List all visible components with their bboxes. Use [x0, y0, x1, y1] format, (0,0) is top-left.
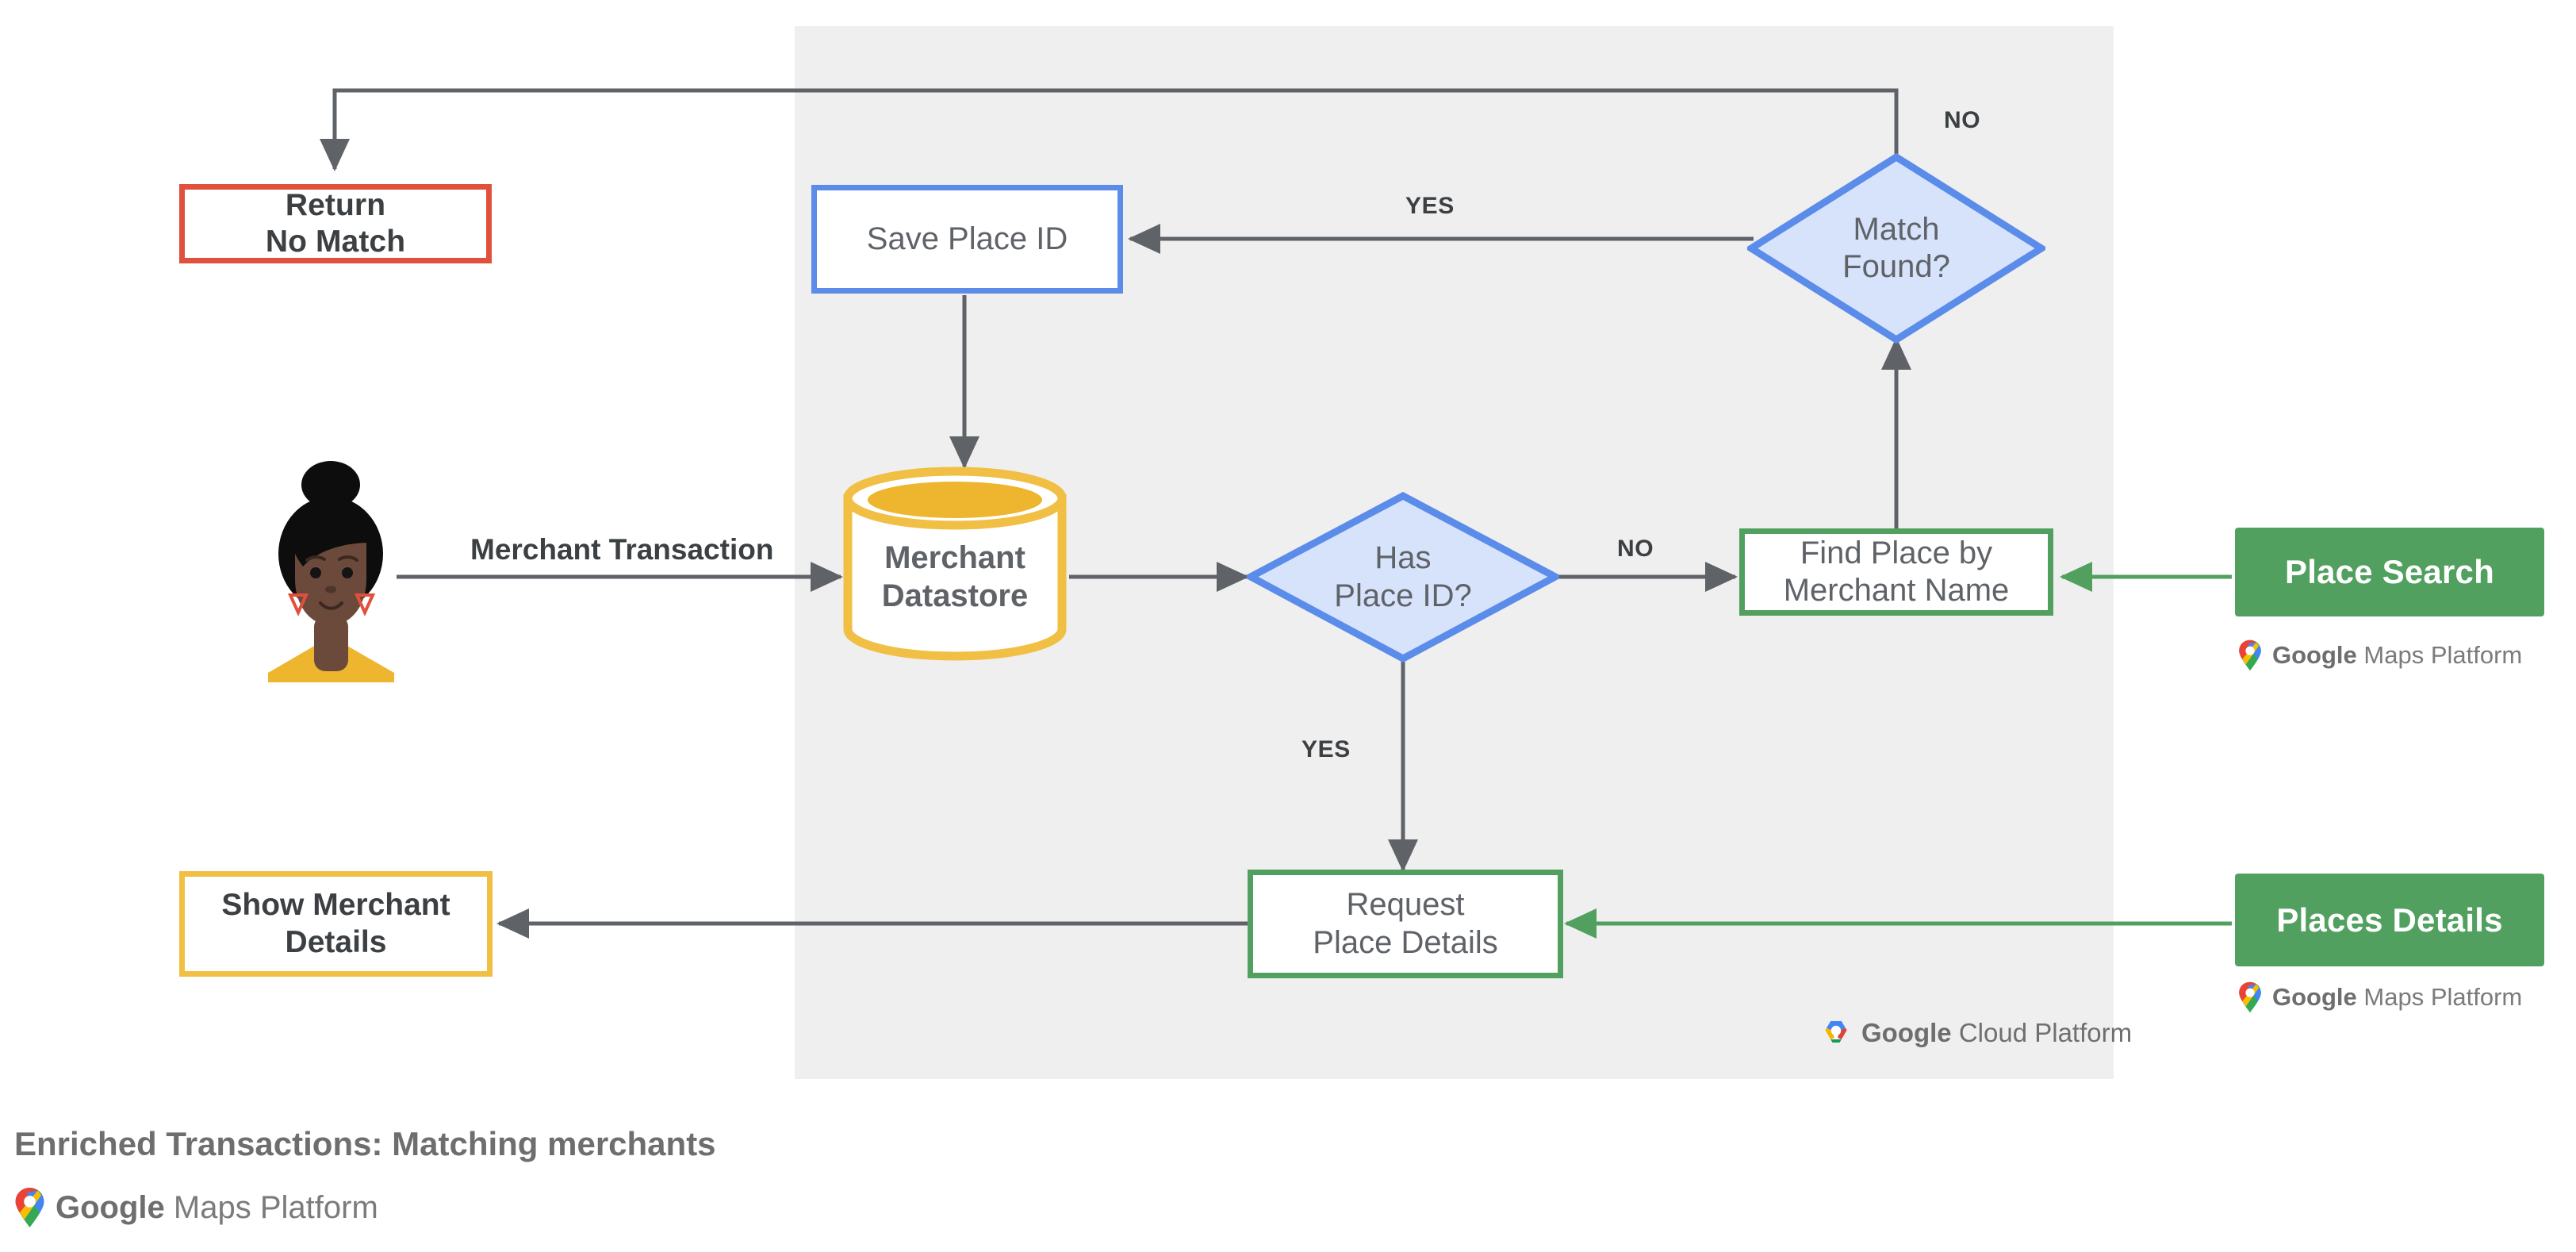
node-save-place-id[interactable]: Save Place ID — [811, 185, 1123, 294]
edge-label-match-found-no: NO — [1944, 107, 1981, 133]
maps-pin-icon — [2239, 639, 2261, 671]
node-return-no-match-label: Return No Match — [265, 187, 406, 259]
api-chip-places-details[interactable]: Places Details — [2235, 874, 2544, 966]
node-find-place-by-merchant-name[interactable]: Find Place by Merchant Name — [1739, 528, 2053, 616]
google-cloud-platform-logo-text: Google Cloud Platform — [1861, 1018, 2133, 1047]
node-request-place-details[interactable]: Request Place Details — [1248, 870, 1563, 978]
google-maps-platform-logo-text: Google Maps Platform — [2272, 641, 2523, 669]
node-match-found-label: Match Found? — [1842, 211, 1950, 284]
node-find-place-by-merchant-name-label: Find Place by Merchant Name — [1783, 535, 2010, 608]
diagram-caption: Enriched Transactions: Matching merchant… — [14, 1125, 716, 1162]
node-return-no-match[interactable]: Return No Match — [179, 184, 492, 263]
edge-label-match-found-yes: YES — [1405, 193, 1455, 219]
node-match-found[interactable]: Match Found? — [1747, 153, 2045, 344]
node-request-place-details-label: Request Place Details — [1313, 887, 1498, 960]
google-maps-platform-logo-footer: Google Maps Platform — [14, 1187, 378, 1228]
diamond-shape — [1747, 153, 2045, 344]
node-show-merchant-details[interactable]: Show Merchant Details — [179, 871, 493, 977]
node-merchant-datastore-label: Merchant Datastore — [881, 540, 1029, 613]
google-maps-platform-logo-text: Google Maps Platform — [56, 1189, 378, 1225]
google-maps-platform-logo-place-search: Google Maps Platform — [2238, 639, 2522, 671]
merchant-customer-avatar — [262, 460, 401, 682]
edge-label-has-place-id-no: NO — [1617, 536, 1654, 562]
edge-label-merchant-transaction: Merchant Transaction — [470, 533, 774, 566]
maps-pin-icon — [15, 1188, 44, 1227]
maps-pin-icon — [2239, 981, 2261, 1013]
avatar-illustration — [268, 461, 394, 682]
edge-label-has-place-id-yes: YES — [1301, 736, 1351, 762]
node-merchant-datastore[interactable]: Merchant Datastore — [841, 467, 1069, 661]
google-cloud-platform-logo: Google Cloud Platform — [1821, 1018, 2132, 1048]
gcp-hexagon-icon — [1825, 1021, 1847, 1043]
cylinder-shape — [843, 467, 1067, 661]
google-maps-platform-logo-places-details: Google Maps Platform — [2238, 981, 2522, 1013]
node-has-place-id-label: Has Place ID? — [1334, 540, 1472, 613]
node-show-merchant-details-label: Show Merchant Details — [221, 888, 450, 959]
diamond-shape — [1247, 492, 1559, 662]
node-save-place-id-label: Save Place ID — [866, 221, 1068, 256]
api-chip-place-search[interactable]: Place Search — [2235, 528, 2544, 616]
node-has-place-id[interactable]: Has Place ID? — [1247, 492, 1559, 662]
google-maps-platform-logo-text: Google Maps Platform — [2272, 983, 2523, 1011]
api-chip-places-details-label: Places Details — [2276, 901, 2503, 939]
api-chip-place-search-label: Place Search — [2285, 553, 2494, 590]
